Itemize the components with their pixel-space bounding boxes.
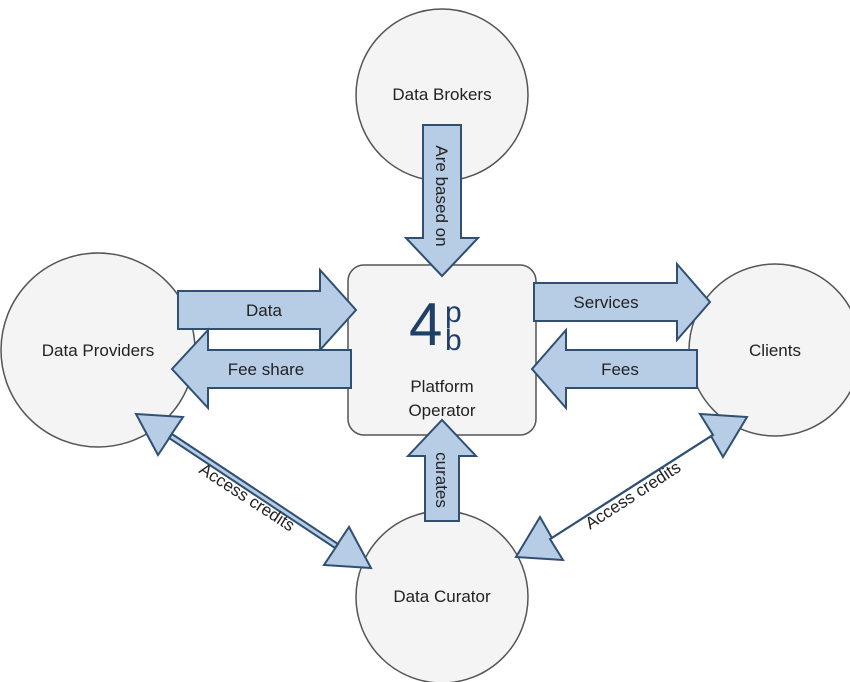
data-brokers-label: Data Brokers bbox=[392, 85, 491, 104]
arrow-operator-to-providers bbox=[170, 327, 352, 411]
arrow-operator-to-clients bbox=[533, 261, 712, 343]
edge-label-services: Services bbox=[573, 293, 638, 312]
edge-label-are-based-on: Are based on bbox=[432, 145, 451, 246]
edge-label-curates: curates bbox=[432, 452, 451, 508]
platform-operator-label-line1: Platform bbox=[410, 377, 473, 396]
data-curator-label: Data Curator bbox=[393, 587, 491, 606]
arrow-access-credits-providers bbox=[134, 412, 373, 570]
edge-label-fees: Fees bbox=[601, 360, 639, 379]
data-providers-label: Data Providers bbox=[42, 341, 154, 360]
4pb-logo: 4 p b bbox=[409, 291, 462, 358]
platform-operator-label-line2: Operator bbox=[408, 401, 475, 420]
logo-letter-b: b bbox=[445, 324, 462, 357]
arrow-access-credits-clients bbox=[514, 412, 749, 562]
arrow-providers-to-operator bbox=[177, 267, 358, 353]
edge-label-fee-share: Fee share bbox=[228, 360, 305, 379]
logo-digit: 4 bbox=[409, 291, 442, 358]
arrow-brokers-to-operator bbox=[403, 124, 481, 278]
logo-letter-p: p bbox=[445, 296, 462, 329]
arrow-curator-to-operator bbox=[405, 418, 479, 522]
arrow-clients-to-operator bbox=[530, 327, 698, 411]
edge-label-data: Data bbox=[246, 301, 282, 320]
edge-label-access-credits-clients: Access credits bbox=[582, 458, 684, 534]
edge-label-access-credits-providers: Access credits bbox=[196, 460, 298, 536]
clients-label: Clients bbox=[749, 341, 801, 360]
